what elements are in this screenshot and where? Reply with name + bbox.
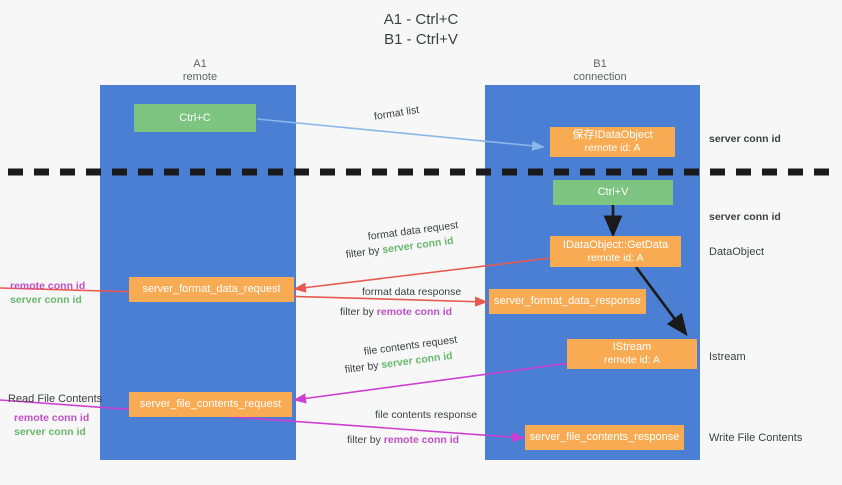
label-format-data-response-filter: filter by remote conn id [340, 305, 452, 319]
box-server-format-data-request-label: server_format_data_request [142, 283, 281, 295]
box-save-idataobject[interactable]: 保存IDataObject remote id: A [550, 127, 675, 157]
box-save-idataobject-sub: remote id: A [584, 142, 641, 154]
annotation-dataobject: DataObject [709, 246, 765, 258]
box-istream-sub: remote id: A [603, 354, 661, 366]
box-getdata[interactable]: IDataObject::GetData remote id: A [550, 236, 681, 267]
filter-prefix: filter by [345, 244, 384, 261]
column-header-a1: A1 remote [140, 58, 260, 84]
title-line-2: B1 - Ctrl+V [384, 31, 458, 48]
box-ctrl-c-label: Ctrl+C [179, 111, 211, 124]
annotation-istream: Istream [709, 351, 746, 363]
filter-prefix: filter by [344, 359, 383, 376]
annotation-write-file-contents: Write File Contents [709, 432, 803, 444]
box-istream-label: IStream [612, 341, 652, 353]
filter-prefix: filter by [347, 434, 384, 446]
box-server-file-contents-request-label: server_file_contents_request [139, 398, 282, 410]
annotation-server-conn-id-mid: server conn id [709, 211, 781, 223]
column-header-b1-name: B1 [593, 58, 607, 70]
label-format-list: format list [373, 103, 420, 123]
box-server-file-contents-response-label: server_file_contents_response [529, 431, 680, 443]
annotation-server-conn-id-upper: server conn id [10, 294, 82, 306]
box-server-format-data-request[interactable]: server_format_data_request [129, 277, 294, 302]
box-server-file-contents-response[interactable]: server_file_contents_response [525, 425, 684, 450]
filter-prefix: filter by [340, 306, 377, 318]
annotation-server-conn-id-top: server conn id [709, 133, 781, 145]
box-ctrl-c[interactable]: Ctrl+C [134, 104, 256, 132]
column-header-a1-name: A1 [193, 58, 207, 70]
annotation-server-conn-id-lower: server conn id [14, 426, 86, 438]
box-getdata-label: IDataObject::GetData [562, 238, 669, 251]
box-save-idataobject-label: 保存IDataObject [572, 129, 653, 141]
label-format-data-response: format data response [362, 286, 462, 298]
box-server-format-data-response-label: server_format_data_response [494, 295, 641, 307]
box-ctrl-v[interactable]: Ctrl+V [553, 180, 673, 205]
page-title: A1 - Ctrl+C B1 - Ctrl+V [0, 10, 842, 50]
column-header-b1-sub: connection [573, 71, 627, 83]
box-ctrl-v-label: Ctrl+V [597, 186, 629, 198]
label-file-contents-response: file contents response [375, 409, 478, 421]
annotation-read-file-contents: Read File Contents [8, 393, 103, 405]
title-line-1: A1 - Ctrl+C [383, 11, 459, 28]
column-header-a1-sub: remote [182, 71, 218, 83]
remote-conn-id-key: remote conn id [383, 434, 460, 446]
annotation-remote-conn-id-lower: remote conn id [14, 412, 90, 424]
column-header-b1: B1 connection [540, 58, 660, 84]
box-server-format-data-response[interactable]: server_format_data_response [489, 289, 646, 314]
annotation-remote-conn-id-upper: remote conn id [10, 280, 86, 292]
remote-conn-id-key: remote conn id [376, 306, 453, 318]
label-file-contents-response-filter: filter by remote conn id [347, 433, 459, 447]
box-getdata-sub: remote id: A [587, 251, 644, 264]
box-istream[interactable]: IStream remote id: A [567, 339, 697, 369]
box-server-file-contents-request[interactable]: server_file_contents_request [129, 392, 292, 417]
